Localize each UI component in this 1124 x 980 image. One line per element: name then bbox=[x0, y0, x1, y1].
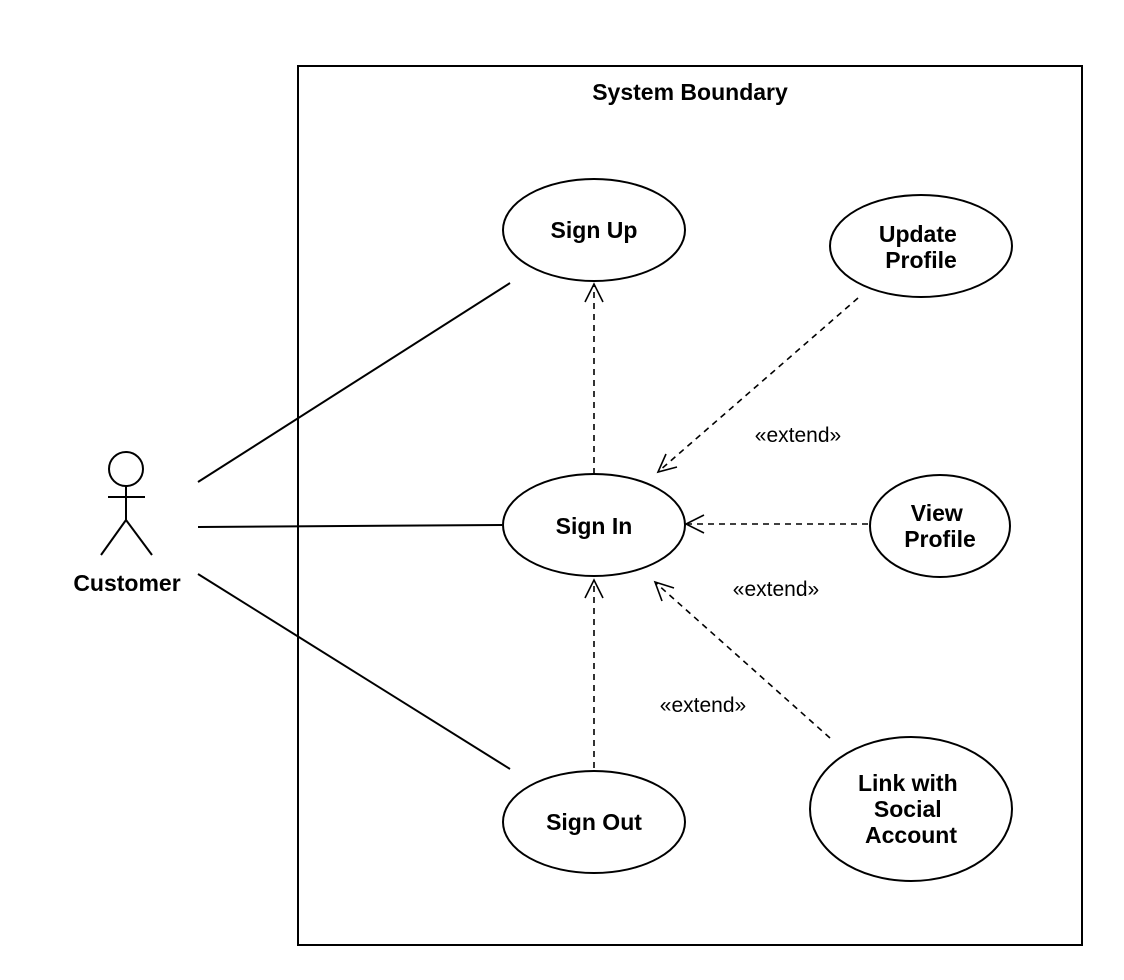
use-case-label: View Profile bbox=[904, 500, 976, 552]
use-case-label: Sign Out bbox=[546, 809, 642, 835]
actor-head bbox=[108, 451, 144, 487]
use-case-sign-out[interactable]: Sign Out bbox=[502, 770, 686, 874]
use-case-label: Sign In bbox=[556, 513, 633, 539]
dependency-sign-out-to-sign-in bbox=[584, 578, 604, 768]
actor-left-leg bbox=[100, 519, 127, 556]
actor-name: Customer bbox=[73, 570, 180, 596]
use-case-sign-in[interactable]: Sign In bbox=[502, 473, 686, 577]
use-case-update-profile[interactable]: Update Profile bbox=[829, 194, 1013, 298]
dependency-link-social-to-sign-in bbox=[653, 580, 831, 739]
stereotype-update-profile: «extend» bbox=[755, 424, 841, 447]
dependency-view-profile-to-sign-in bbox=[684, 514, 868, 534]
use-case-label-line: Account bbox=[865, 822, 957, 848]
stereotype-sign-out: «extend» bbox=[660, 694, 746, 717]
use-case-label-line: Profile bbox=[885, 247, 957, 273]
use-case-label: Link with Social Account bbox=[858, 770, 964, 848]
actor-right-leg bbox=[125, 519, 153, 556]
use-case-label: Update Profile bbox=[879, 221, 963, 273]
association-sign-in bbox=[197, 524, 503, 528]
use-case-label-line: Update bbox=[879, 221, 957, 247]
use-case-label-line: Social bbox=[874, 796, 942, 822]
use-case-link-social-account[interactable]: Link with Social Account bbox=[809, 736, 1013, 882]
boundary-title: System Boundary bbox=[592, 79, 788, 105]
actor-customer[interactable]: Customer bbox=[73, 451, 181, 596]
use-case-label-line: Sign Up bbox=[551, 217, 638, 243]
dependency-sign-in-to-sign-up bbox=[584, 282, 604, 474]
system-boundary bbox=[297, 65, 1083, 946]
use-case-view-profile[interactable]: View Profile bbox=[869, 474, 1011, 578]
stereotype-view-profile: «extend» bbox=[733, 578, 819, 601]
association-sign-out bbox=[197, 573, 511, 770]
use-case-label-line: Sign In bbox=[556, 513, 633, 539]
use-case-label-line: View bbox=[911, 500, 963, 526]
dependency-update-profile-to-sign-in bbox=[656, 297, 859, 474]
use-case-label-line: Profile bbox=[904, 526, 976, 552]
use-case-label-line: Link with bbox=[858, 770, 958, 796]
use-case-sign-up[interactable]: Sign Up bbox=[502, 178, 686, 282]
use-case-label: Sign Up bbox=[551, 217, 638, 243]
association-sign-up bbox=[197, 282, 511, 483]
use-case-label-line: Sign Out bbox=[546, 809, 642, 835]
